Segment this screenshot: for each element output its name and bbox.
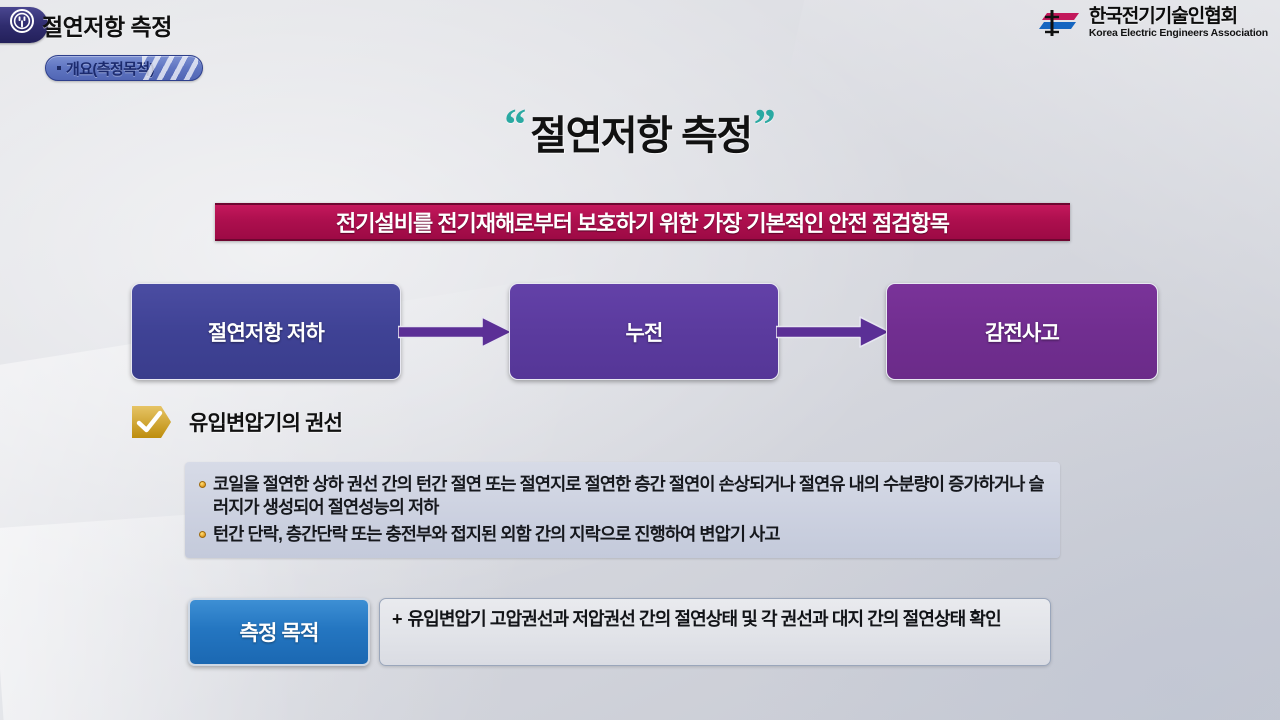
bullet-dot-icon bbox=[199, 481, 206, 488]
gold-check-icon bbox=[131, 404, 173, 440]
list-item-text: 턴간 단락, 층간단락 또는 충전부와 접지된 외함 간의 지락으로 진행하여 … bbox=[213, 523, 781, 544]
flow-arrow-2-icon bbox=[775, 314, 892, 350]
breadcrumb-bullet-icon bbox=[57, 66, 61, 70]
list-item: 턴간 단락, 층간단락 또는 충전부와 접지된 외함 간의 지락으로 진행하여 … bbox=[199, 523, 1046, 546]
quote-open-icon: “ bbox=[504, 100, 527, 149]
highlight-banner-text: 전기설비를 전기재해로부터 보호하기 위한 가장 기본적인 안전 점검항목 bbox=[336, 211, 950, 236]
list-item: 코일을 절연한 상하 권선 간의 턴간 절연 또는 절연지로 절연한 층간 절연… bbox=[199, 473, 1046, 520]
flow-step-3: 감전사고 bbox=[886, 283, 1158, 380]
measurement-purpose-tag-label: 측정 목적 bbox=[239, 622, 319, 645]
association-logo-text: 한국전기기술인협회 Korea Electric Engineers Assoc… bbox=[1089, 7, 1268, 39]
slide-headline-text: 절연저항 측정 bbox=[530, 114, 753, 158]
association-name-kr: 한국전기기술인협회 bbox=[1088, 6, 1238, 27]
flow-step-3-label: 감전사고 bbox=[984, 321, 1060, 345]
breadcrumb[interactable]: 개요(측정목적) bbox=[45, 55, 203, 81]
kea-logo-mark-icon bbox=[1037, 8, 1081, 38]
measurement-purpose-row: 측정 목적 + 유입변압기 고압권선과 저압권선 간의 절연상태 및 각 권선과… bbox=[188, 598, 1051, 666]
measurement-purpose-tag: 측정 목적 bbox=[188, 598, 370, 666]
section-heading-label: 유입변압기의 권선 bbox=[189, 412, 343, 435]
measurement-purpose-text: 유입변압기 고압권선과 저압권선 간의 절연상태 및 각 권선과 대지 간의 절… bbox=[407, 609, 1002, 629]
flow-step-2-label: 누전 bbox=[625, 321, 663, 345]
bullet-panel: 코일을 절연한 상하 권선 간의 턴간 절연 또는 절연지로 절연한 층간 절연… bbox=[185, 462, 1060, 558]
flow-arrow-1-icon bbox=[397, 314, 514, 350]
list-item-text: 코일을 절연한 상하 권선 간의 턴간 절연 또는 절연지로 절연한 층간 절연… bbox=[213, 474, 1045, 518]
flow-step-2: 누전 bbox=[509, 283, 779, 380]
slide-headline: “절연저항 측정” bbox=[0, 103, 1280, 161]
flow-step-1-label: 절연저항 저하 bbox=[207, 321, 325, 345]
page-title: 절연저항 측정 bbox=[42, 14, 172, 40]
header-tab-shape bbox=[0, 7, 48, 43]
electric-plug-icon bbox=[9, 8, 35, 34]
section-heading-row: 유입변압기의 권선 bbox=[131, 404, 343, 440]
flow-step-1: 절연저항 저하 bbox=[131, 283, 401, 380]
plus-marker-icon: + bbox=[392, 609, 403, 629]
measurement-purpose-body: + 유입변압기 고압권선과 저압권선 간의 절연상태 및 각 권선과 대지 간의… bbox=[379, 598, 1051, 666]
highlight-banner: 전기설비를 전기재해로부터 보호하기 위한 가장 기본적인 안전 점검항목 bbox=[215, 203, 1070, 241]
process-flow-diagram: 절연저항 저하 누전 감전사고 bbox=[0, 283, 1280, 383]
quote-close-icon: ” bbox=[753, 100, 776, 149]
breadcrumb-label: 개요(측정목적) bbox=[66, 60, 155, 78]
association-logo: 한국전기기술인협회 Korea Electric Engineers Assoc… bbox=[1037, 7, 1268, 39]
association-name-en: Korea Electric Engineers Association bbox=[1088, 27, 1268, 39]
bullet-dot-icon bbox=[199, 530, 206, 538]
